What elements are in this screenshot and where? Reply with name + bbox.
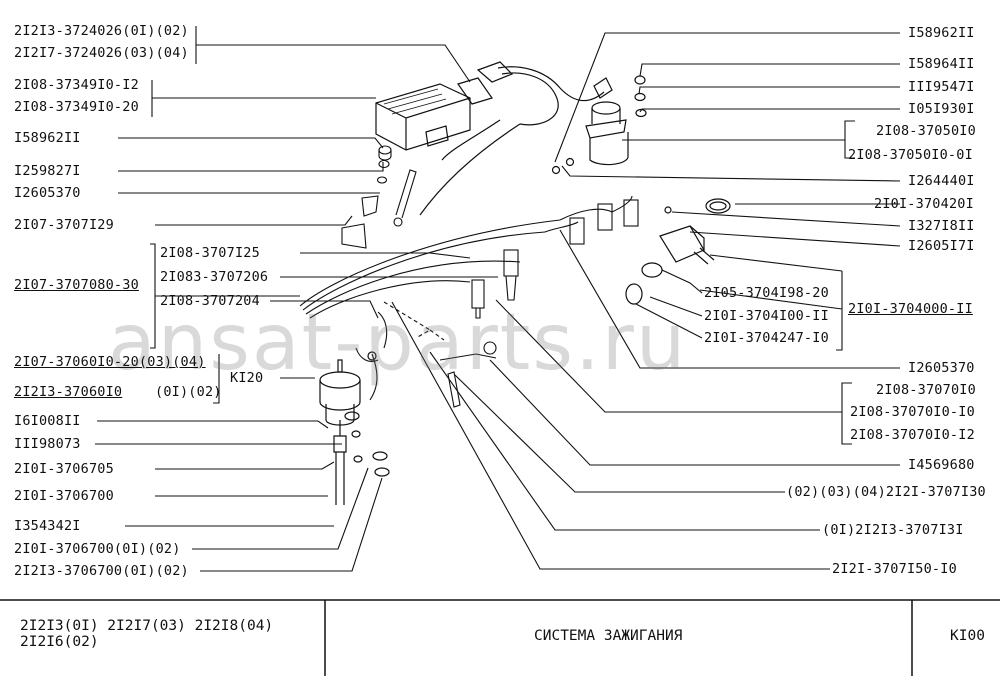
label-control-unit-2: 2I08-37349I0-20 <box>14 99 139 115</box>
title-block-models-2: 2I2I6(02) <box>20 634 99 650</box>
label-part-21213-3706700: 2I2I3-3706700(0I)(02) <box>14 563 189 579</box>
title-block-code: KI00 <box>950 628 985 644</box>
label-wire-2: 2I083-3707206 <box>160 269 269 285</box>
label-r-wire-02: (02)(03)(04)2I2I-3707I30 <box>786 484 986 500</box>
distributor <box>319 351 390 505</box>
misc-parts <box>355 301 497 408</box>
label-switch-key: 2I05-3704I98-20 <box>704 285 829 301</box>
label-spark-plug-1: 2I08-37070I0 <box>876 382 976 398</box>
label-washer-2: I2605370 <box>14 185 81 201</box>
label-part-161008: I6I008II <box>14 413 81 429</box>
label-r-wire-01: (0I)2I2I3-3707I3I <box>822 522 964 538</box>
label-distributor-2: 2I2I3-37060I0 <box>14 384 123 400</box>
label-switch-seal: 2I0I-3704247-I0 <box>704 330 829 346</box>
label-switch: 2I0I-3704000-II <box>848 301 973 317</box>
ht-wire-set <box>299 195 639 319</box>
label-ki20: KI20 <box>230 370 264 386</box>
label-r-wire-150: 2I2I-3707I50-I0 <box>832 561 957 577</box>
label-r-nut-2: I58964II <box>908 56 975 72</box>
label-r-nut-1: I58962II <box>908 25 975 41</box>
label-coil-2: 2I08-37050I0-0I <box>848 147 973 163</box>
label-r-washer-1: III9547I <box>908 79 975 95</box>
label-r-clamp: I4569680 <box>908 457 975 473</box>
bracket-wire-set <box>150 243 162 349</box>
label-part-3706700-01: 2I0I-3706700(0I)(02) <box>14 541 181 557</box>
label-switch-body: 2I0I-3704I00-II <box>704 308 829 324</box>
label-distributor-variant: (0I)(02) <box>155 384 222 400</box>
label-part-111980: III98073 <box>14 436 81 452</box>
watermark: ansat-parts.ru <box>108 298 688 388</box>
label-r-washer-2: I05I930I <box>908 101 975 117</box>
leader-lines-right <box>391 32 901 570</box>
title-block-models-1: 2I2I3(0I) 2I2I7(03) 2I2I8(04) <box>20 618 274 634</box>
label-harness-1: 2I2I3-3724026(0I)(02) <box>14 23 189 39</box>
label-harness-2: 2I2I7-3724026(03)(04) <box>14 45 189 61</box>
label-r-bolt: I264440I <box>908 173 975 189</box>
label-control-unit-1: 2I08-37349I0-I2 <box>14 77 139 93</box>
label-spark-plug-2: 2I08-37070I0-I0 <box>850 404 975 420</box>
label-washer: I259827I <box>14 163 81 179</box>
label-coil-1: 2I08-37050I0 <box>876 123 976 139</box>
bracket-coil <box>832 120 855 159</box>
label-wire-set: 2I07-3707080-30 <box>14 277 139 293</box>
label-r-screw: I327I8II <box>908 218 975 234</box>
label-r-washer-4: I2605370 <box>908 360 975 376</box>
harness-connector <box>419 61 613 216</box>
label-nut: I58962II <box>14 130 81 146</box>
bracket-harness <box>195 26 205 64</box>
bracket-distributor-right <box>841 382 852 445</box>
bracket-distributor <box>213 354 220 404</box>
control-unit <box>375 83 471 151</box>
label-part-3706700: 2I0I-3706700 <box>14 488 114 504</box>
label-spark-plug-3: 2I08-37070I0-I2 <box>850 427 975 443</box>
title-block-title: СИСТЕМА ЗАЖИГАНИЯ <box>534 628 683 644</box>
label-r-washer-3: I2605I7I <box>908 238 975 254</box>
washers-ecu <box>341 145 417 249</box>
bracket-switch <box>836 271 843 351</box>
label-part-3706705: 2I0I-3706705 <box>14 461 114 477</box>
ignition-coil <box>551 75 647 175</box>
bracket-control-unit <box>151 80 160 117</box>
label-wire-1: 2I08-3707I25 <box>160 245 260 261</box>
title-block-frame <box>0 599 1000 676</box>
label-bracket: 2I07-3707I29 <box>14 217 114 233</box>
label-distributor-1: 2I07-37060I0-20(03)(04) <box>14 354 206 370</box>
label-r-ring: 2I0I-370420I <box>874 196 974 212</box>
label-part-1354342: I354342I <box>14 518 81 534</box>
label-wire-3: 2I08-3707204 <box>160 293 260 309</box>
ignition-switch <box>625 198 731 305</box>
